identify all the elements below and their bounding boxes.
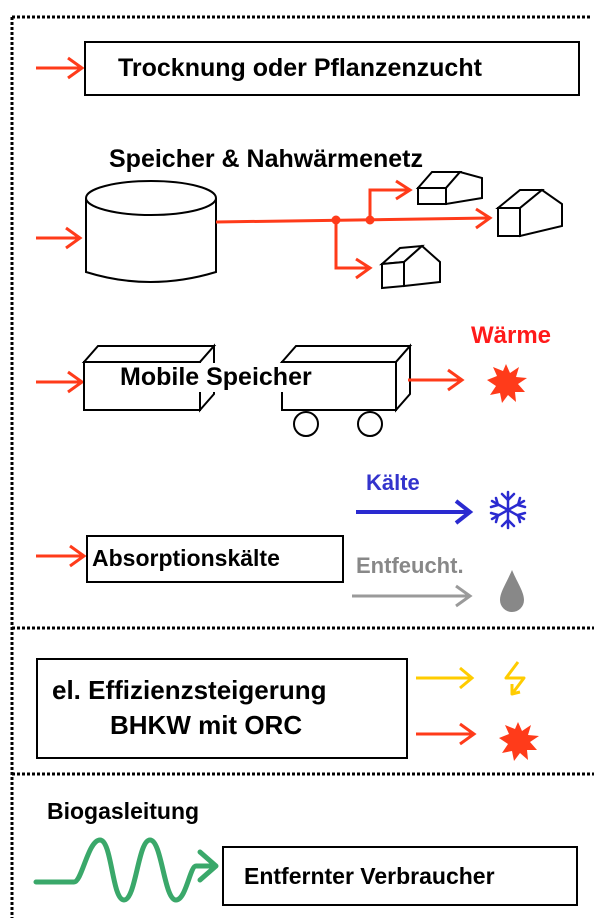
label-effizienz-line2: BHKW mit ORC	[110, 710, 303, 740]
heat-burst-icon-orc	[499, 722, 539, 761]
label-kaelte: Kälte	[366, 470, 420, 495]
house-icon-top	[415, 170, 483, 206]
section-borders	[10, 15, 594, 918]
house-icon-bottom	[379, 244, 441, 290]
box-effizienz	[36, 658, 408, 759]
label-waerme: Wärme	[471, 322, 552, 349]
arrow-absorption-in	[36, 544, 87, 568]
arrow-electric	[416, 666, 475, 690]
truck-wheels	[293, 411, 383, 437]
label-verbraucher: Entfernter Verbraucher	[244, 863, 495, 889]
box-verbraucher	[222, 846, 578, 906]
label-trocknung: Trocknung oder Pflanzenzucht	[118, 54, 482, 82]
arrow-kaelte	[356, 499, 474, 525]
lightning-icon	[504, 661, 526, 696]
storage-tank-icon	[85, 180, 217, 283]
arrow-mobile-out	[408, 368, 465, 392]
label-absorption: Absorptionskälte	[92, 545, 280, 571]
label-mobile: Mobile Speicher	[118, 363, 314, 392]
biogas-wave-arrow	[33, 837, 219, 903]
arrow-trocknung	[36, 56, 85, 80]
box-absorption	[86, 535, 344, 583]
arrow-speicher-in	[36, 226, 83, 250]
arrow-mobile-in	[36, 370, 85, 394]
house-icon-right	[495, 188, 563, 238]
box-trocknung	[84, 41, 580, 96]
heat-network-lines	[215, 179, 493, 280]
label-biogasleitung: Biogasleitung	[47, 798, 200, 824]
water-drop-icon	[500, 570, 524, 612]
arrow-orc-heat	[416, 722, 477, 746]
snowflake-icon	[489, 490, 527, 530]
label-effizienz-line1: el. Effizienzsteigerung	[52, 675, 327, 705]
label-entfeucht: Entfeucht.	[356, 553, 464, 578]
heat-burst-icon	[487, 364, 527, 403]
arrow-entfeucht	[352, 584, 473, 608]
label-speicher-netz: Speicher & Nahwärmenetz	[109, 145, 423, 173]
